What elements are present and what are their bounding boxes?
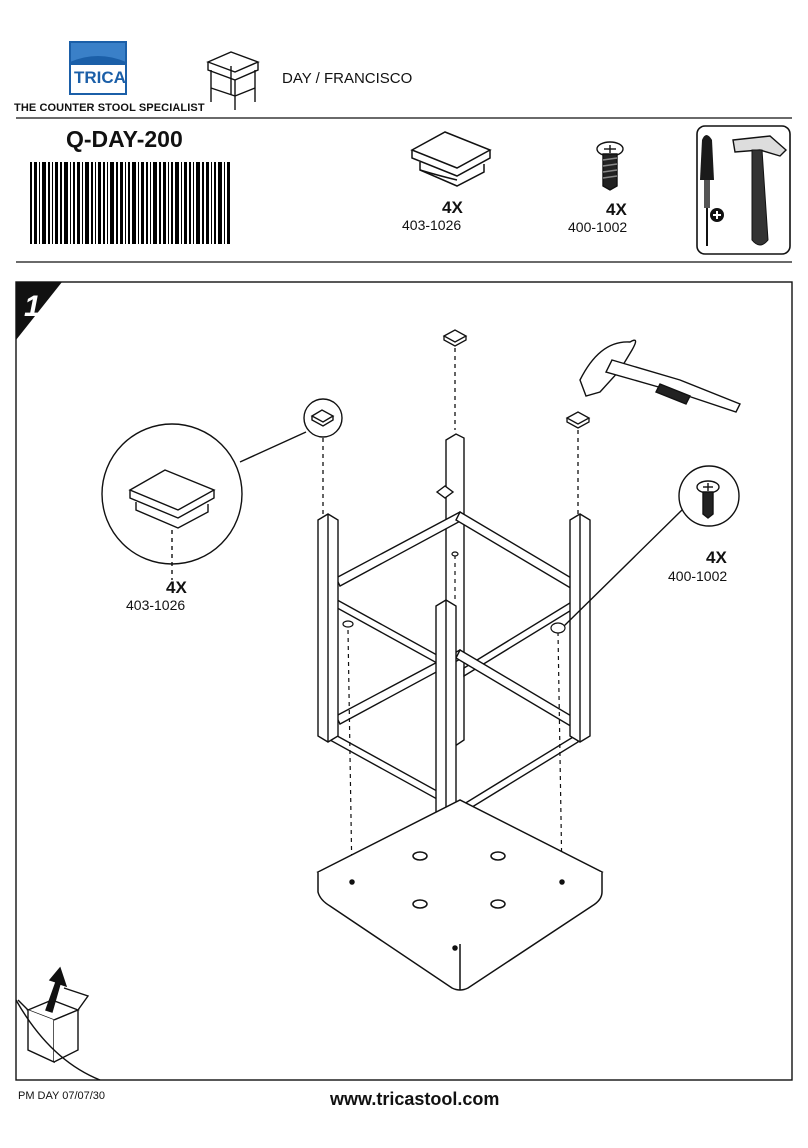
callout-part-leg-cap: 403-1026 [126,597,186,613]
unbox-icon [15,966,101,1081]
hardware-part-screw: 400-1002 [568,219,628,235]
stool-frame [317,433,591,823]
screw-icon [596,141,624,191]
barcode [30,162,230,244]
hardware-part-leg-cap: 403-1026 [402,217,462,233]
tools-box [696,125,791,255]
step-number: 1 [24,290,41,323]
trica-logo [69,41,127,95]
brand-tagline: THE COUNTER STOOL SPECIALIST [14,102,205,114]
screw-zoom [563,465,740,627]
hardware-qty-leg-cap: 4X [442,198,463,217]
leg-cap-icon [410,131,492,187]
model-name: DAY / FRANCISCO [282,70,413,87]
logo-text: TRICA [74,68,126,87]
callout-qty-leg-cap: 4X [166,578,187,597]
step-badge [16,282,62,340]
seat-cushion [316,799,604,991]
website-link[interactable]: www.tricastool.com [330,1089,500,1109]
stool-thumbnail [206,51,260,110]
callout-part-screw: 400-1002 [668,568,728,584]
hammer-icon [732,135,788,246]
document-date: PM DAY 07/07/30 [18,1090,106,1102]
callout-qty-screw: 4X [706,548,727,567]
hardware-qty-screw: 4X [606,200,627,219]
leg-cap-zoom [101,398,343,580]
product-code: Q-DAY-200 [66,126,183,152]
screwdriver-icon [700,135,724,246]
hammer-illustration [579,339,741,413]
